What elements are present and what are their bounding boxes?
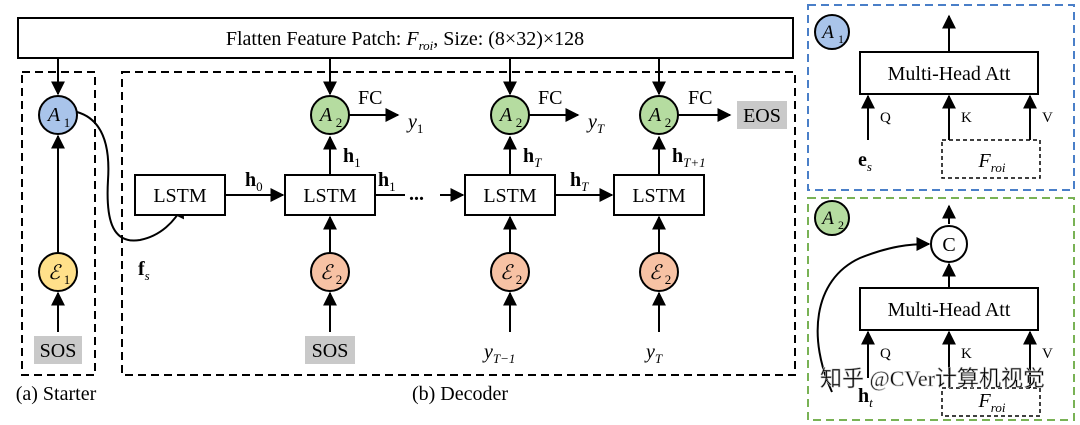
e1-circle: [38, 252, 78, 292]
es-label: es: [858, 149, 872, 174]
svg-text:ℰ: ℰ: [320, 262, 334, 284]
a2-q-label: Q: [880, 346, 891, 362]
ht-label: ht: [858, 385, 873, 410]
a2-v-label: V: [1042, 346, 1053, 362]
a2-detail-panel: [807, 197, 1075, 421]
svg-text:1: 1: [64, 115, 71, 130]
a1-v-label: V: [1042, 110, 1053, 126]
svg-text:2: 2: [516, 272, 523, 287]
decoder-embedding-e2-stepT: ℰ 2: [490, 252, 530, 292]
concat-label: C: [942, 234, 955, 256]
svg-text:2: 2: [665, 272, 672, 287]
y1-label: y1: [406, 111, 423, 136]
h1-label-mid: h1: [378, 169, 396, 194]
svg-text:A: A: [498, 104, 513, 126]
a1-detail-panel: [807, 4, 1075, 191]
decoder-sos-token: SOS: [312, 340, 349, 362]
svg-text:A: A: [820, 208, 834, 229]
starter-sos-token: SOS: [40, 340, 77, 362]
yT-label: yT: [586, 111, 605, 136]
decoder-attention-a2-stepT: A 2: [490, 95, 530, 135]
svg-text:2: 2: [336, 115, 343, 130]
decoder-attention-a2-step1: A 2: [310, 95, 350, 135]
svg-text:LSTM: LSTM: [303, 185, 357, 207]
a1-detail-badge: A 1: [814, 14, 850, 50]
svg-text:A: A: [46, 104, 61, 126]
svg-text:A: A: [318, 104, 333, 126]
a1-froi-box: [941, 139, 1041, 179]
a1-multihead-label: Multi-Head Att: [888, 63, 1011, 85]
a2-froi-label: Froi: [978, 390, 1006, 415]
feature-patch-label: Flatten Feature Patch: Froi, Size: (8×32…: [226, 28, 584, 53]
starter-sos-token-bg: [34, 336, 82, 364]
a2-detail-badge: A 2: [814, 200, 850, 236]
fc-label: FC: [688, 87, 712, 109]
a1-froi-label: Froi: [978, 150, 1006, 175]
hT-label-mid: hT: [570, 169, 589, 194]
a2-multihead-box: [859, 287, 1039, 331]
fc-label: FC: [538, 87, 562, 109]
feature-patch-box: [17, 17, 794, 59]
svg-text:1: 1: [64, 272, 71, 287]
decoder-sos-token-bg: [305, 336, 355, 364]
svg-text:ℰ: ℰ: [500, 262, 514, 284]
svg-text:2: 2: [336, 272, 343, 287]
decoder-panel: [121, 71, 796, 376]
hT1-label: hT+1: [672, 145, 706, 170]
fs-label: fs: [138, 258, 150, 283]
a2-multihead-label: Multi-Head Att: [888, 299, 1011, 321]
svg-text:1: 1: [838, 32, 844, 46]
starter-caption: (a) Starter: [16, 383, 97, 405]
eos-token: EOS: [743, 105, 781, 127]
svg-text:ℰ: ℰ: [649, 262, 663, 284]
ht-curve-arrow: [816, 237, 931, 393]
starter-embedding-e1: ℰ 1: [38, 252, 78, 292]
concat-circle: [930, 225, 968, 263]
svg-text:2: 2: [516, 115, 523, 130]
a1-k-label: K: [961, 110, 972, 126]
decoder-attention-a2-stepT1: A 2: [639, 95, 679, 135]
hT-label: hT: [523, 145, 542, 170]
a1-circle: [38, 95, 78, 135]
svg-text:LSTM: LSTM: [153, 185, 207, 207]
svg-text:A: A: [647, 104, 662, 126]
yTm1-label: yT−1: [482, 341, 515, 366]
a2-badge-circle: [814, 200, 850, 236]
h0-label: h0: [245, 169, 263, 194]
starter-panel: [21, 71, 96, 376]
eos-token-bg: [737, 101, 787, 129]
svg-text:2: 2: [665, 115, 672, 130]
decoder-caption: (b) Decoder: [412, 383, 508, 405]
a2-froi-box: [941, 387, 1041, 417]
watermark: 知乎 @CVer计算机视觉: [820, 366, 1045, 391]
fc-label: FC: [358, 87, 382, 109]
svg-text:LSTM: LSTM: [632, 185, 686, 207]
h1-label: h1: [343, 145, 361, 170]
svg-text:A: A: [820, 22, 834, 43]
decoder-embedding-e2-step1: ℰ 2: [310, 252, 350, 292]
ellipsis: ...: [409, 183, 424, 205]
a2-k-label: K: [961, 346, 972, 362]
decoder-embedding-e2-stepT1: ℰ 2: [639, 252, 679, 292]
a1-badge-circle: [814, 14, 850, 50]
svg-text:ℰ: ℰ: [48, 262, 62, 284]
svg-text:2: 2: [838, 218, 844, 232]
a1-multihead-box: [859, 51, 1039, 95]
a1-q-label: Q: [880, 110, 891, 126]
starter-attention-a1: A 1: [38, 95, 78, 135]
fs-curve-arrow: [76, 111, 184, 242]
yT-input-label: yT: [644, 341, 663, 366]
svg-text:LSTM: LSTM: [483, 185, 537, 207]
